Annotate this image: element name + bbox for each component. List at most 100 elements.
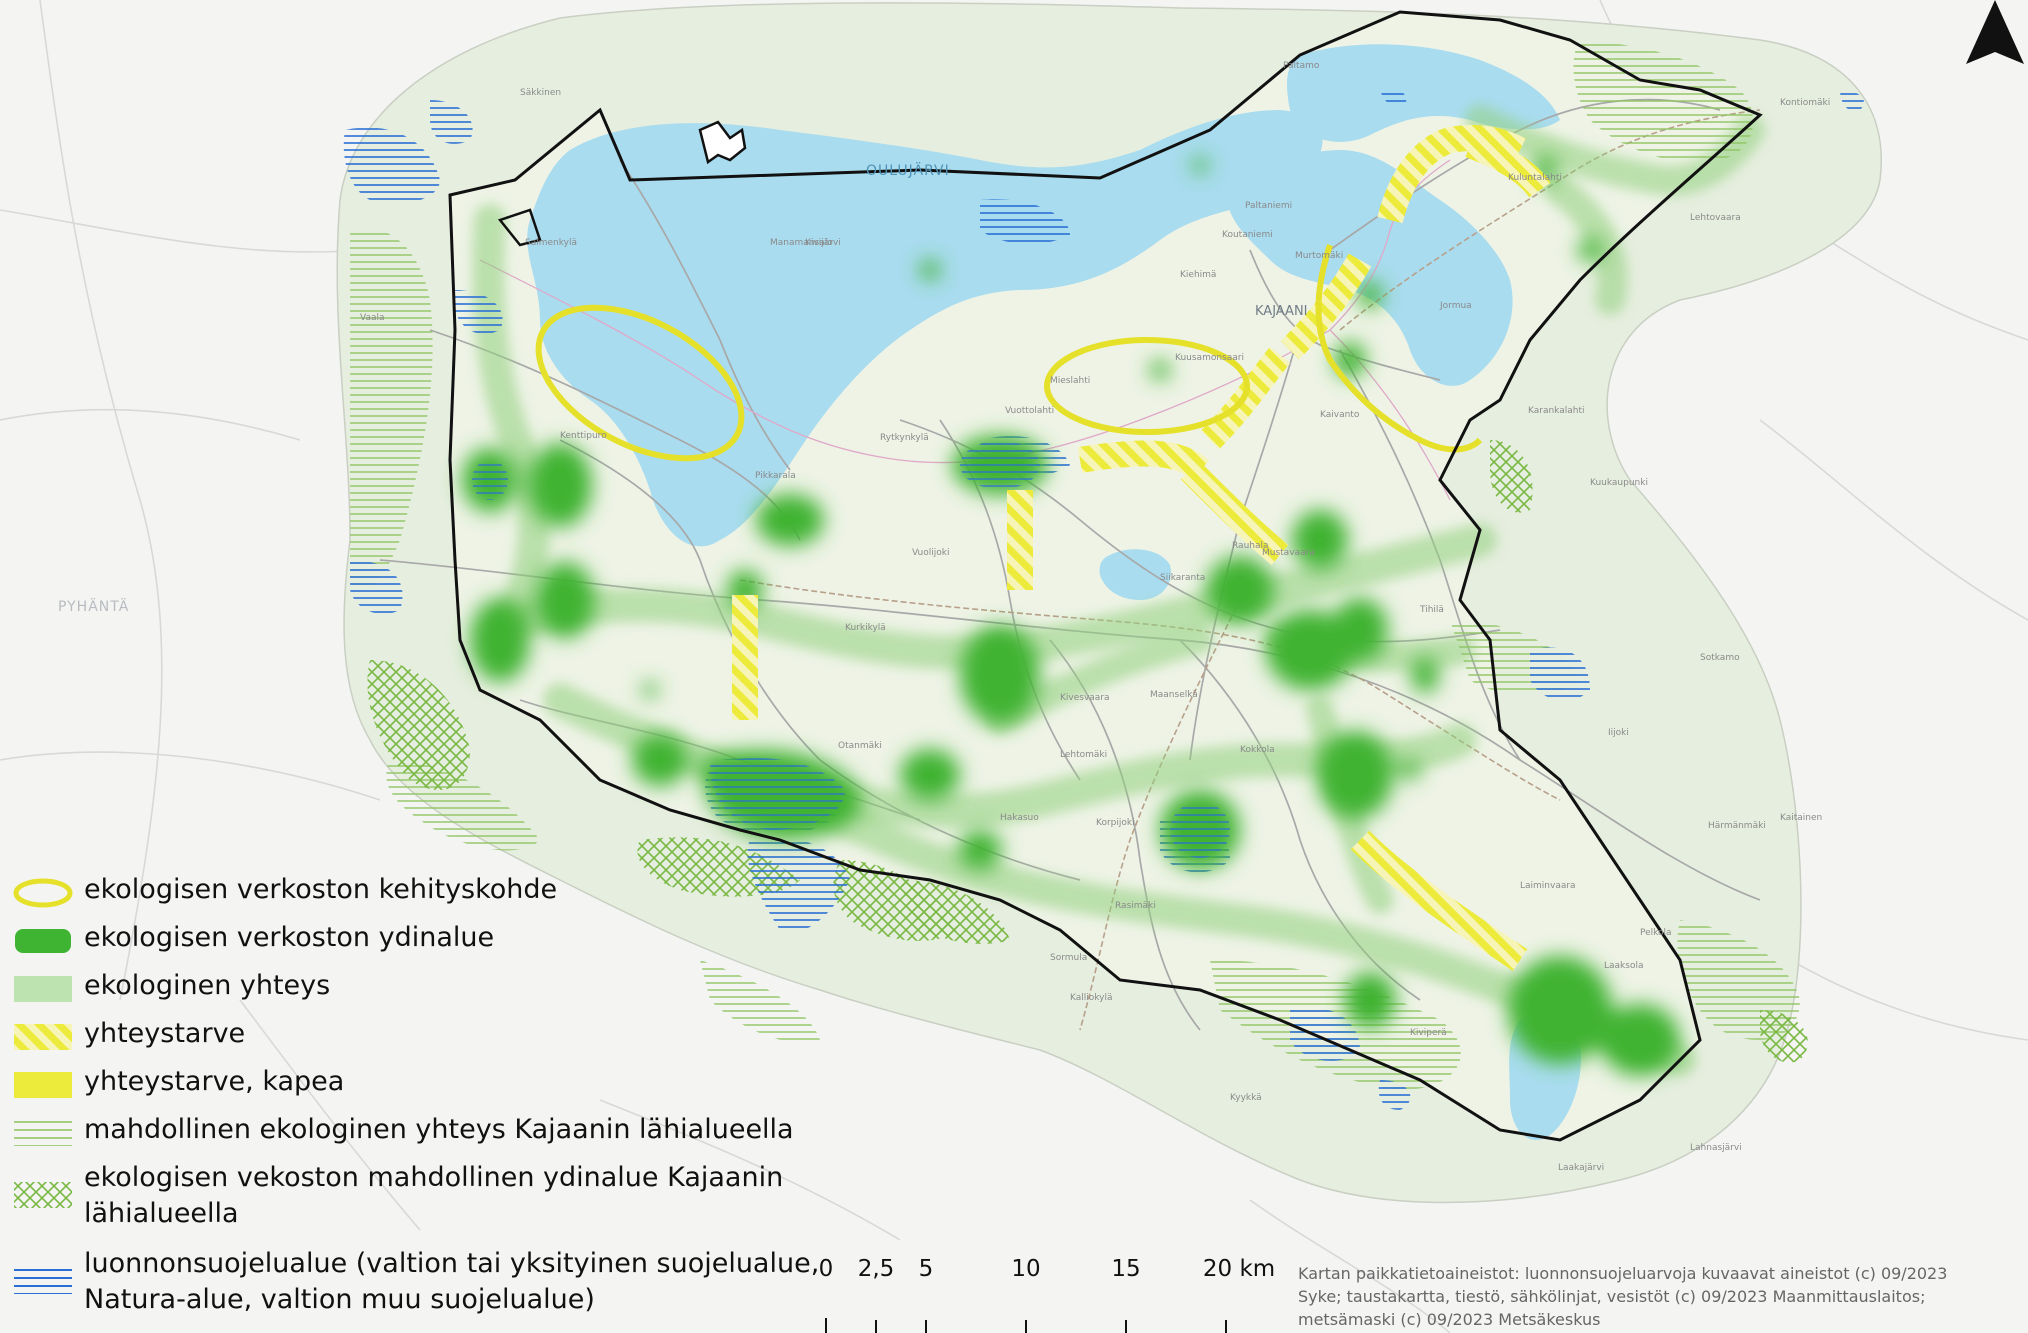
legend-label: luonnonsuojelualue (valtion tai yksityin… bbox=[84, 1246, 819, 1318]
blue-horizontal-lines-icon bbox=[14, 1268, 72, 1294]
legend-label: ekologisen verkoston kehityskohde bbox=[84, 874, 558, 905]
region-label-west: PYHÄNTÄ bbox=[58, 597, 129, 615]
place-label: Kyykkä bbox=[1230, 1093, 1262, 1103]
yellow-solid-icon bbox=[14, 1072, 72, 1098]
place-label: Korpijoki bbox=[1096, 818, 1135, 828]
scale-tick-label: 20 km bbox=[1202, 1256, 1276, 1282]
place-label: Kenttipuro bbox=[560, 431, 607, 441]
place-label: Lehtovaara bbox=[1690, 213, 1741, 223]
place-label: Sormula bbox=[1050, 953, 1087, 963]
place-label: Lahnasjärvi bbox=[1690, 1143, 1742, 1153]
scale-tick-label: 10 bbox=[1011, 1256, 1041, 1282]
scale-tick-label: 15 bbox=[1111, 1256, 1141, 1282]
place-label: Kuukaupunki bbox=[1590, 478, 1648, 488]
place-label: Pelkola bbox=[1640, 928, 1672, 938]
place-label: Kaivanto bbox=[1320, 410, 1360, 420]
place-label: Kivijärvi bbox=[805, 238, 841, 248]
legend-label: ekologisen vekoston mahdollinen ydinalue… bbox=[84, 1160, 783, 1232]
place-label: Kaitainen bbox=[1780, 813, 1822, 823]
place-label: Pikkarala bbox=[755, 471, 796, 481]
scale-tick-label: 5 bbox=[918, 1256, 934, 1282]
place-label: Laaksola bbox=[1604, 961, 1643, 971]
municipality-boundary bbox=[448, 10, 1763, 1142]
credits-line: Syke; taustakartta, tiestö, sähkölinjat,… bbox=[1298, 1287, 1926, 1306]
place-label: Kontiomäki bbox=[1780, 98, 1830, 108]
place-label: Laakajärvi bbox=[1558, 1163, 1604, 1173]
map-legend: ekologisen verkoston kehityskohde ekolog… bbox=[12, 872, 819, 1333]
place-label: Vaala bbox=[360, 313, 385, 323]
north-arrow-icon bbox=[1966, 0, 2024, 64]
place-label: Kiviperä bbox=[1410, 1028, 1447, 1038]
legend-label-line: Natura-alue, valtion muu suojelualue) bbox=[84, 1284, 595, 1315]
place-label: Säkkinen bbox=[520, 88, 561, 98]
place-label: Tihilä bbox=[1419, 605, 1444, 615]
place-label: Hakasuo bbox=[1000, 813, 1039, 823]
place-label: Kalliokylä bbox=[1070, 993, 1113, 1003]
core-areas-protected bbox=[472, 441, 1230, 858]
green-blob-icon bbox=[15, 929, 71, 953]
legend-label-line: luonnonsuojelualue (valtion tai yksityin… bbox=[84, 1248, 820, 1279]
place-label: Salmenkylä bbox=[525, 238, 577, 248]
place-label: Mieslahti bbox=[1050, 376, 1090, 386]
credits-line: metsämaski (c) 09/2023 Metsäkeskus bbox=[1298, 1310, 1601, 1329]
credits-line: Kartan paikkatietoaineistot: luonnonsuoj… bbox=[1298, 1264, 1948, 1283]
place-label: Siikaranta bbox=[1160, 573, 1205, 583]
development-target-west bbox=[535, 304, 745, 462]
place-label: Maanselkä bbox=[1150, 690, 1198, 700]
place-label: Kokkola bbox=[1240, 745, 1275, 755]
yellow-diagonal-hatch-icon bbox=[14, 1024, 72, 1050]
development-target-kajaani bbox=[1315, 244, 1483, 453]
place-label: Kurkikylä bbox=[845, 623, 886, 633]
place-label: Koutaniemi bbox=[1222, 230, 1273, 240]
place-label: Härmänmäki bbox=[1708, 821, 1766, 831]
boundary-island bbox=[497, 208, 542, 247]
place-label: Vuottolahti bbox=[1005, 406, 1054, 416]
place-label: Mustavaara bbox=[1262, 548, 1315, 558]
legend-label: ekologinen yhteys bbox=[84, 970, 331, 1001]
map-credits: Kartan paikkatietoaineistot: luonnonsuoj… bbox=[1298, 1262, 2022, 1331]
legend-label: mahdollinen ekologinen yhteys Kajaanin l… bbox=[84, 1114, 794, 1145]
lake-label: OULUJÄRVI bbox=[866, 161, 950, 179]
scale-tick-label: 2,5 bbox=[857, 1256, 895, 1282]
legend-label: yhteystarve bbox=[84, 1018, 246, 1049]
legend-label-line: ekologisen vekoston mahdollinen ydinalue… bbox=[84, 1162, 784, 1193]
place-label: Paltaniemi bbox=[1245, 201, 1292, 211]
place-label: Kuusamonsaari bbox=[1175, 353, 1244, 363]
development-targets bbox=[535, 244, 1483, 462]
place-label: Kuluntalahti bbox=[1508, 173, 1562, 183]
place-label: Iijoki bbox=[1608, 728, 1629, 738]
development-target-central bbox=[1044, 337, 1250, 435]
yellow-ellipse-outline-icon bbox=[13, 878, 73, 908]
place-label: Vuolijoki bbox=[912, 548, 949, 558]
boundary-enclave bbox=[698, 120, 747, 165]
place-label: Lehtomäki bbox=[1060, 750, 1107, 760]
place-label: Kivesvaara bbox=[1060, 693, 1110, 703]
city-label: KAJAANI bbox=[1255, 304, 1308, 319]
place-label: Jormua bbox=[1439, 301, 1472, 311]
place-label: Rauhala bbox=[1232, 541, 1269, 551]
scale-tick-label: 0 bbox=[818, 1256, 834, 1282]
light-green-band-icon bbox=[14, 976, 72, 1002]
legend-label-line: lähialueella bbox=[84, 1198, 239, 1229]
place-label: Rytkynkylä bbox=[880, 433, 929, 443]
legend-label: yhteystarve, kapea bbox=[84, 1066, 345, 1097]
place-label: Rasimäki bbox=[1115, 901, 1156, 911]
scale-bar-graphic bbox=[825, 1318, 1227, 1333]
place-label: Murtomäki bbox=[1295, 251, 1343, 261]
connection-needs bbox=[732, 125, 1551, 971]
lake-middle bbox=[1099, 549, 1171, 600]
place-label: Paltamo bbox=[1283, 61, 1320, 71]
legend-label: ekologisen verkoston ydinalue bbox=[84, 922, 495, 953]
place-label: Karankalahti bbox=[1528, 406, 1585, 416]
scale-bar: 0 2,5 5 10 15 20 km bbox=[818, 1256, 1288, 1333]
green-horizontal-lines-icon bbox=[14, 1120, 72, 1146]
place-label: Manamansalo bbox=[770, 238, 833, 248]
place-label: Otanmäki bbox=[838, 741, 882, 751]
lakes bbox=[527, 44, 1581, 1141]
place-label: Laiminvaara bbox=[1520, 881, 1576, 891]
place-label: Kiehimä bbox=[1180, 270, 1216, 280]
lake-oulujarvi bbox=[527, 110, 1323, 547]
place-label: Sotkamo bbox=[1700, 653, 1740, 663]
